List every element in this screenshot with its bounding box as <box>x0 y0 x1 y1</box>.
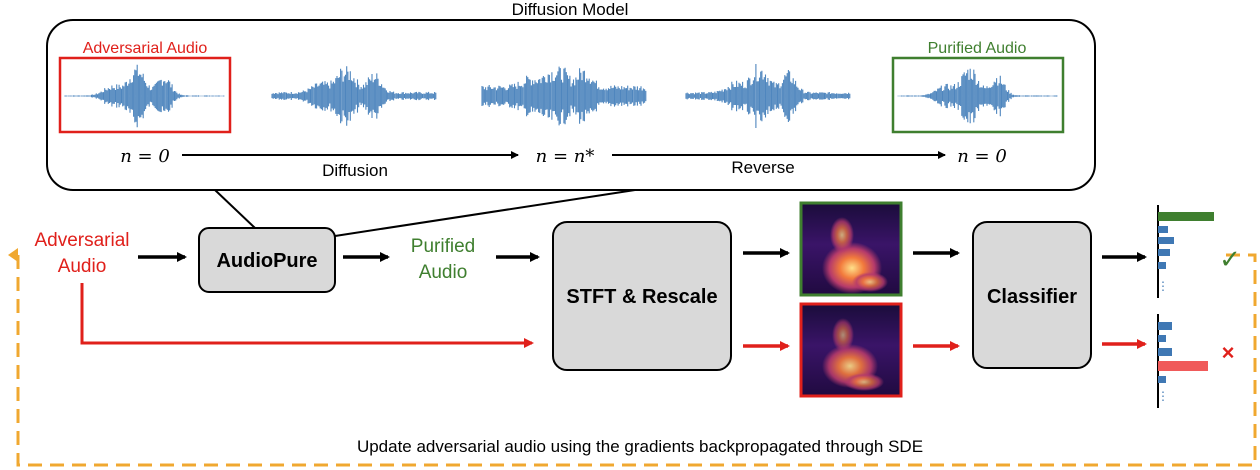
waveform-diffusing <box>271 66 437 126</box>
prediction-adv-ellipsis: ⋮ <box>1157 389 1169 403</box>
correct-check-icon: ✓ <box>1219 244 1241 274</box>
classifier-box-label: Classifier <box>987 286 1077 308</box>
prediction-clean-bar <box>1158 249 1170 256</box>
wrong-cross-icon: × <box>1222 340 1235 365</box>
prediction-clean-bar-top <box>1158 212 1214 221</box>
waveform-trace <box>685 64 851 128</box>
purified-audio-label: Purified Audio <box>928 40 1027 57</box>
diagram-title: Diffusion Model <box>512 0 629 19</box>
waveform-reversing <box>685 64 851 128</box>
prediction-adv-bar <box>1158 348 1172 356</box>
waveform-trace <box>481 66 647 126</box>
waveform-trace <box>271 66 437 126</box>
prediction-adv-bar-top <box>1158 361 1208 371</box>
waveform-purified <box>897 68 1058 124</box>
waveform-noisy <box>481 66 647 126</box>
classifier-box <box>972 221 1092 369</box>
callout-line-left <box>214 189 256 229</box>
waveform-trace <box>64 64 225 128</box>
audiopure-box-label: AudioPure <box>216 250 317 272</box>
prediction-adversarial: ⋮ <box>1157 314 1208 408</box>
prediction-clean-bar <box>1158 262 1166 269</box>
purified-label-line2: Audio <box>419 262 468 283</box>
feedback-arrow-head <box>8 248 18 262</box>
prediction-clean-bar <box>1158 226 1168 233</box>
prediction-clean-ellipsis: ⋮ <box>1157 279 1169 293</box>
audiopure-box <box>198 227 336 293</box>
prediction-clean-bar <box>1158 237 1174 244</box>
prediction-clean: ⋮ <box>1157 205 1214 298</box>
diffusion-phase-label: Diffusion <box>322 161 388 180</box>
purified-label-line1: Purified <box>411 236 475 257</box>
step-end-label: n = 0 <box>957 146 1007 167</box>
adversarial-audio-label: Adversarial Audio <box>83 40 208 57</box>
prediction-adv-bar <box>1158 335 1166 342</box>
input-adversarial-label-line1: Adversarial <box>34 230 129 251</box>
stft-rescale-box <box>552 221 732 371</box>
step-middle-label: n = n* <box>536 146 595 167</box>
diffusion-model-panel <box>46 19 1096 191</box>
adversarial-waveform-frame <box>58 56 232 134</box>
adversarial-bypass-path <box>80 283 534 348</box>
prediction-adv-bar <box>1158 322 1172 330</box>
gradient-feedback-loop <box>16 253 1257 467</box>
purified-waveform-frame <box>891 56 1065 134</box>
feedback-caption: Update adversarial audio using the gradi… <box>357 437 923 456</box>
stft-rescale-box-label: STFT & Rescale <box>566 286 717 308</box>
spectrogram-purified <box>799 201 903 297</box>
waveform-adversarial <box>64 64 225 128</box>
callout-line-right <box>334 189 636 237</box>
input-adversarial-label-line2: Audio <box>58 256 107 277</box>
waveform-trace <box>897 68 1058 124</box>
reverse-phase-label: Reverse <box>731 158 794 177</box>
spectrogram-adversarial <box>799 302 903 398</box>
step-start-label: n = 0 <box>120 146 170 167</box>
prediction-adv-bar <box>1158 376 1166 383</box>
